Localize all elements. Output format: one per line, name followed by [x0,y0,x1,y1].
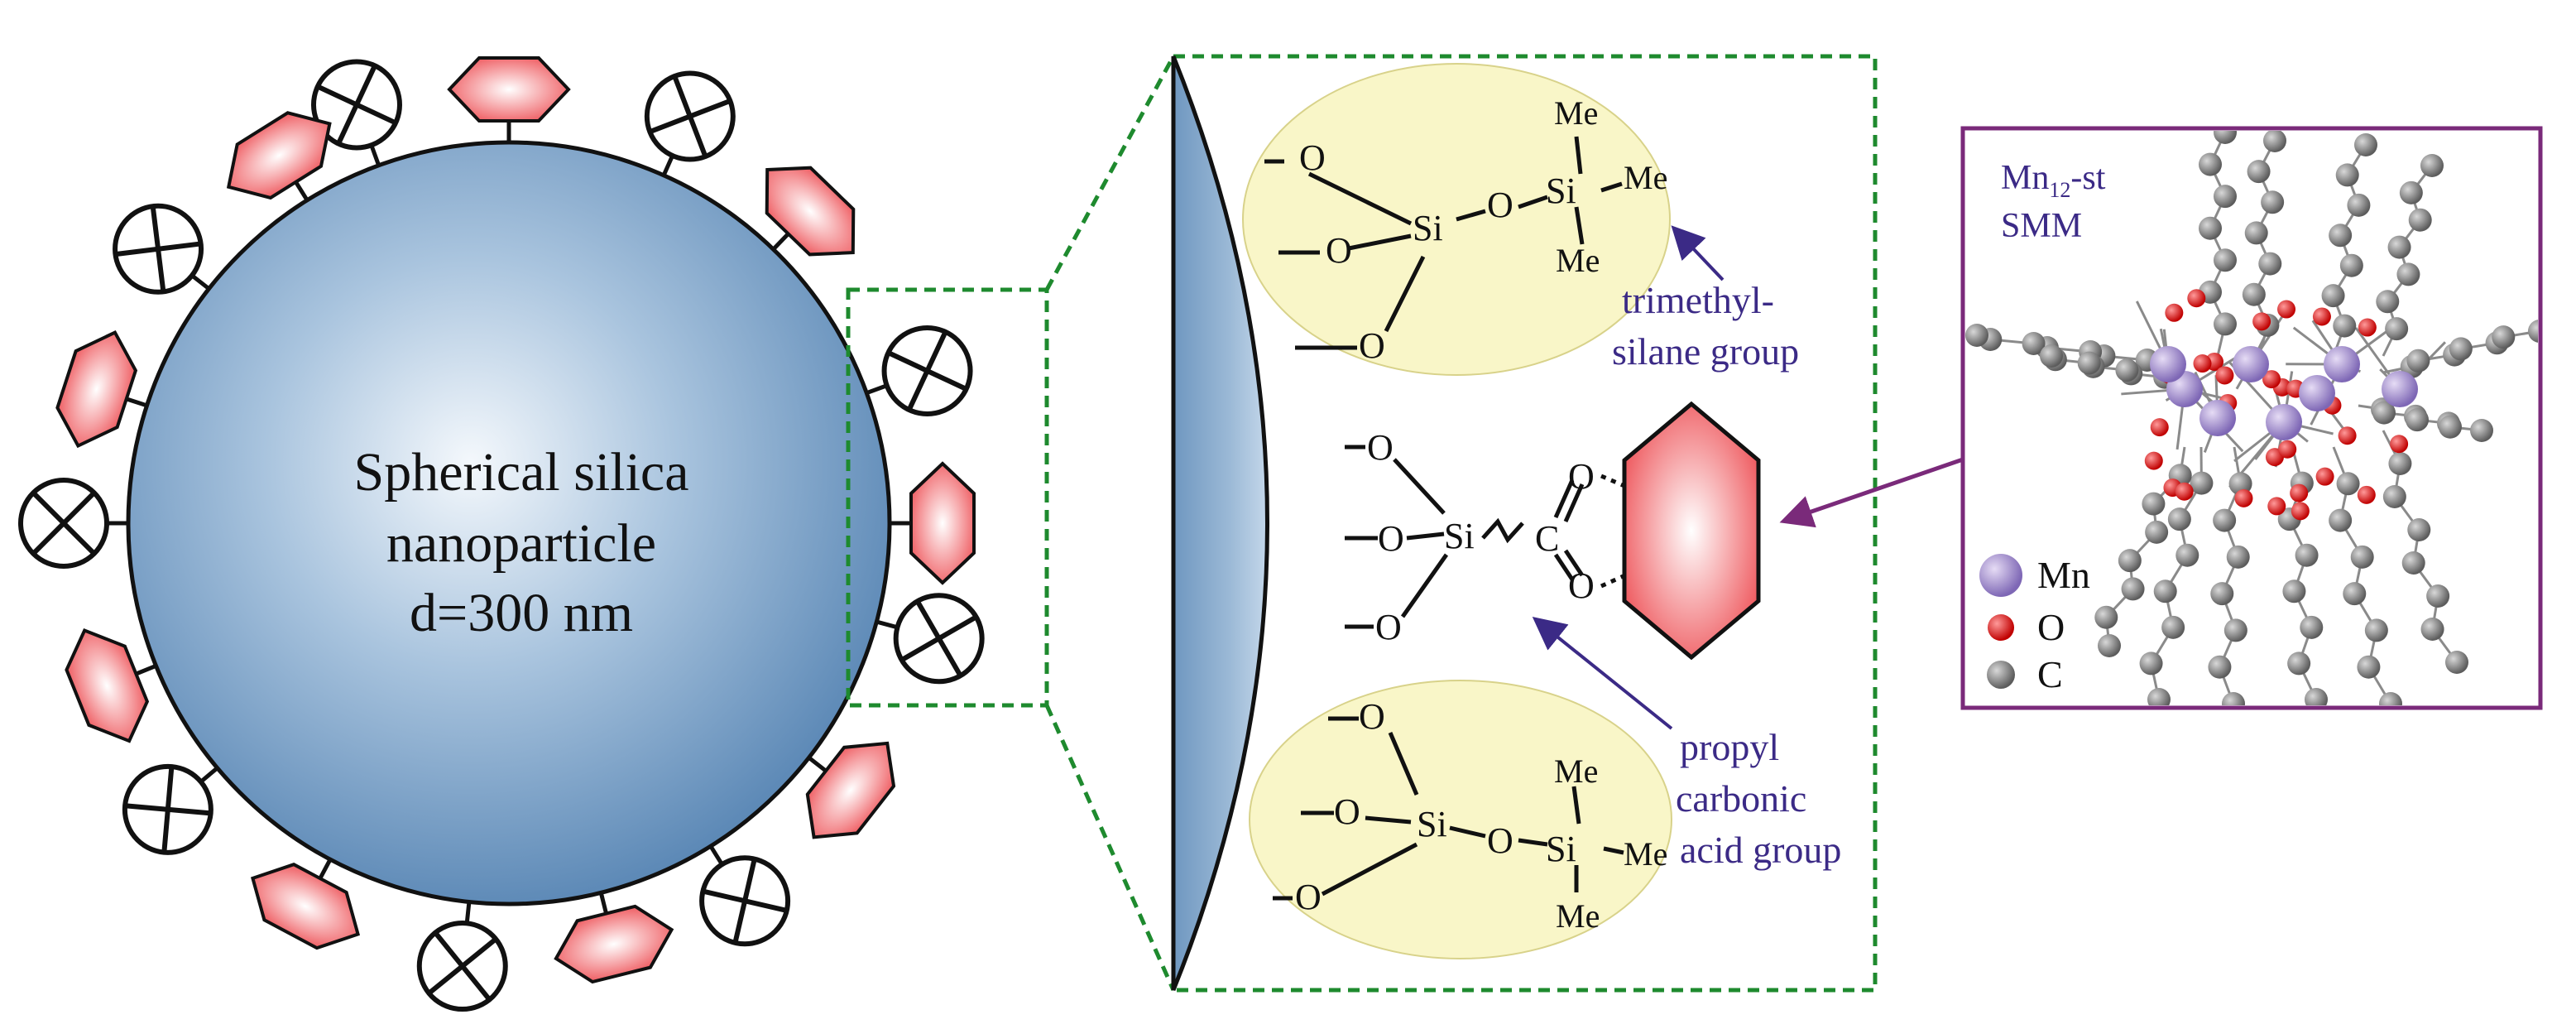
atom-o: O [1326,230,1352,271]
stabilizer-cross-icon [693,846,797,953]
legend-o-label: O [2037,606,2065,648]
smm-hexagon-icon [48,323,146,455]
stabilizer-cross-icon [402,902,523,1025]
methyl-label: Me [1556,897,1600,935]
stabilizer-cross-icon [635,60,746,175]
atom-o: O [1568,456,1595,497]
atom-o: O [1359,696,1385,737]
stabilizer-cross-icon [2,462,128,584]
propyl-label-line3: acid group [1680,829,1841,871]
atom-o: O [1299,137,1326,178]
methyl-label: Me [1554,94,1598,132]
zoom-connector-top [1047,56,1173,290]
atom-o: O [1487,185,1513,225]
smm-hexagon-icon [55,618,158,753]
smm-structure-panel: Mn12-st SMM Mn O C [1963,121,2551,715]
sphere-label-line3: d=300 nm [410,583,633,643]
smm-title-line2: SMM [2001,207,2082,245]
stabilizer-cross-icon [866,314,984,428]
atom-si: Si [1413,208,1443,248]
stabilizer-cross-icon [876,579,997,697]
atom-o: O [1359,325,1385,366]
atom-si: Si [1417,804,1447,844]
trimethylsilane-arrow [1676,230,1723,280]
methyl-label: Me [1624,835,1667,873]
atom-o: O [1375,607,1402,647]
legend-mn-label: Mn [2037,554,2090,596]
smm-hexagon-icon [890,464,974,583]
legend-c-label: C [2037,653,2063,695]
atom-o: O [1295,877,1322,917]
smm-hexagon-icon [449,58,568,142]
atom-o: O [1334,791,1360,832]
smm-hexagon-icon [549,892,679,988]
trimethylsilane-label-line2: silane group [1612,330,1799,373]
methyl-label: Me [1624,159,1667,196]
propyl-label-line2: carbonic [1676,777,1806,820]
propyl-label-line1: propyl [1680,726,1779,768]
atom-si: Si [1444,516,1475,556]
legend-c-swatch [1987,661,2015,689]
atom-o: O [1378,518,1404,559]
methyl-label: Me [1554,753,1598,790]
atom-o: O [1568,565,1595,606]
legend-mn-swatch [1979,554,2022,597]
zoomed-surface-panel: O O O Si O Si Me Me Me O O O Si O Si Me [1173,56,1963,990]
sphere-label-line2: nanoparticle [386,513,656,574]
atom-si: Si [1546,171,1576,211]
stabilizer-cross-icon [122,762,218,856]
atom-o: O [1487,820,1513,861]
sphere-label-line1: Spherical silica [353,442,688,502]
stabilizer-cross-icon [110,201,209,297]
smm-hexagon-large [1624,404,1758,657]
trimethylsilane-label-line1: trimethyl- [1622,279,1774,321]
atom-o: O [1367,427,1394,468]
atom-si: Si [1546,829,1576,869]
atom-c: C [1535,518,1559,559]
methyl-label: Me [1556,242,1600,279]
zoom-connector-bottom [1047,705,1173,990]
legend-o-swatch [1988,614,2014,641]
